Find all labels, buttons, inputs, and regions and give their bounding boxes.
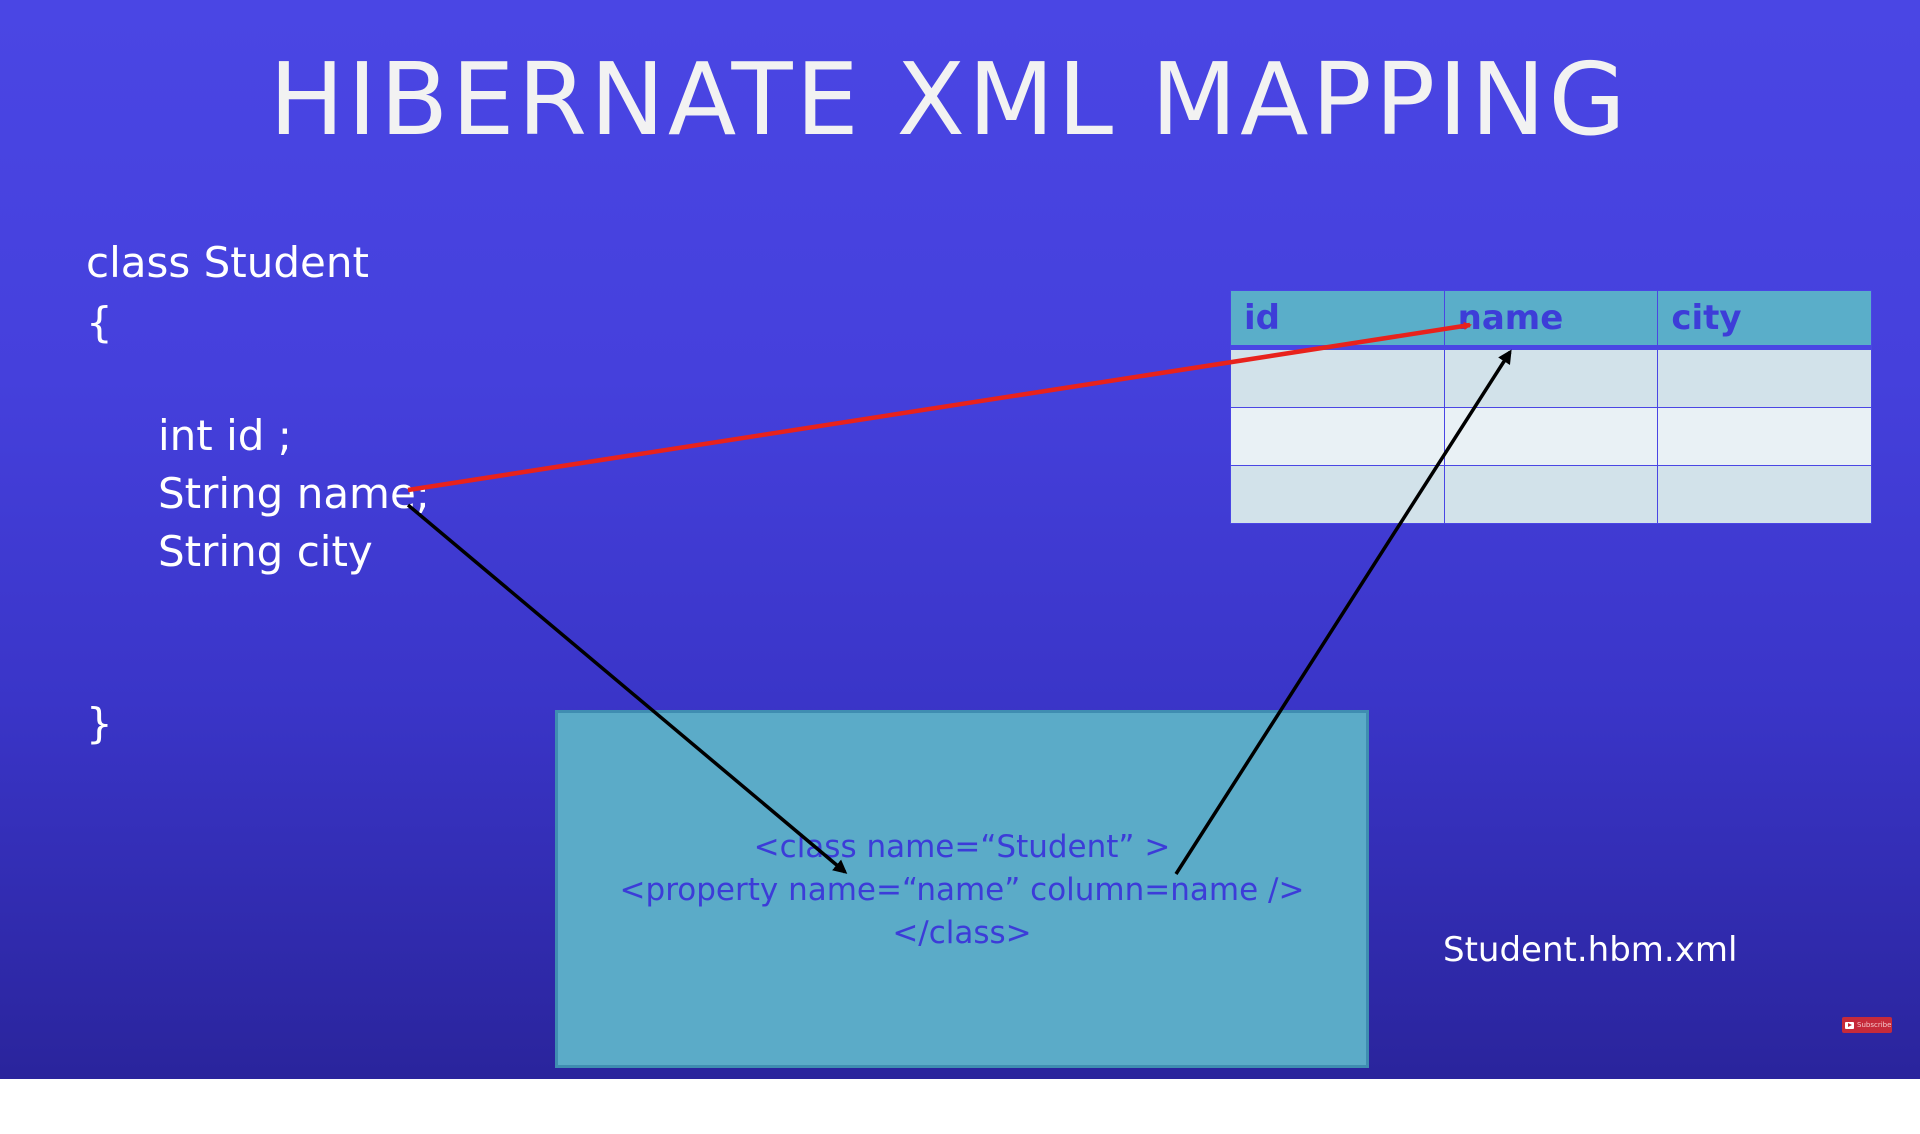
column-header-id: id bbox=[1230, 290, 1445, 350]
table-cell bbox=[1230, 407, 1445, 466]
table-cell bbox=[1657, 407, 1872, 466]
table-header-row: id name city bbox=[1230, 290, 1872, 350]
field-name: String name; bbox=[158, 469, 430, 518]
table-cell bbox=[1657, 465, 1872, 524]
table-cell bbox=[1230, 347, 1445, 408]
table-cell bbox=[1443, 407, 1659, 466]
xml-class-open: <class name=“Student” > bbox=[753, 829, 1171, 865]
table-cell bbox=[1443, 347, 1659, 408]
class-declaration: class Student bbox=[86, 238, 369, 287]
column-header-name: name bbox=[1443, 290, 1659, 350]
subscribe-label: Subscribe bbox=[1857, 1021, 1892, 1029]
xml-property-line: <property name=“name” column=name /> bbox=[619, 872, 1305, 908]
xml-class-close: </class> bbox=[892, 915, 1032, 951]
table-cell bbox=[1230, 465, 1445, 524]
field-city: String city bbox=[158, 527, 373, 576]
student-db-table: id name city bbox=[1230, 290, 1872, 524]
table-row bbox=[1230, 347, 1872, 408]
table-row bbox=[1230, 407, 1872, 466]
subscribe-badge[interactable]: Subscribe bbox=[1842, 1017, 1892, 1033]
column-header-city: city bbox=[1657, 290, 1872, 350]
table-row bbox=[1230, 465, 1872, 524]
slide-title: HIBERNATE XML MAPPING bbox=[269, 41, 1629, 158]
xml-mapping-box: <class name=“Student” > <property name=“… bbox=[555, 710, 1369, 1068]
table-cell bbox=[1657, 347, 1872, 408]
field-id: int id ; bbox=[158, 411, 292, 460]
table-cell bbox=[1443, 465, 1659, 524]
play-icon bbox=[1845, 1021, 1854, 1029]
class-open-brace: { bbox=[86, 298, 113, 347]
mapping-file-name: Student.hbm.xml bbox=[1443, 930, 1738, 970]
class-close-brace: } bbox=[86, 699, 113, 748]
slide: HIBERNATE XML MAPPING class Student { in… bbox=[0, 0, 1920, 1079]
